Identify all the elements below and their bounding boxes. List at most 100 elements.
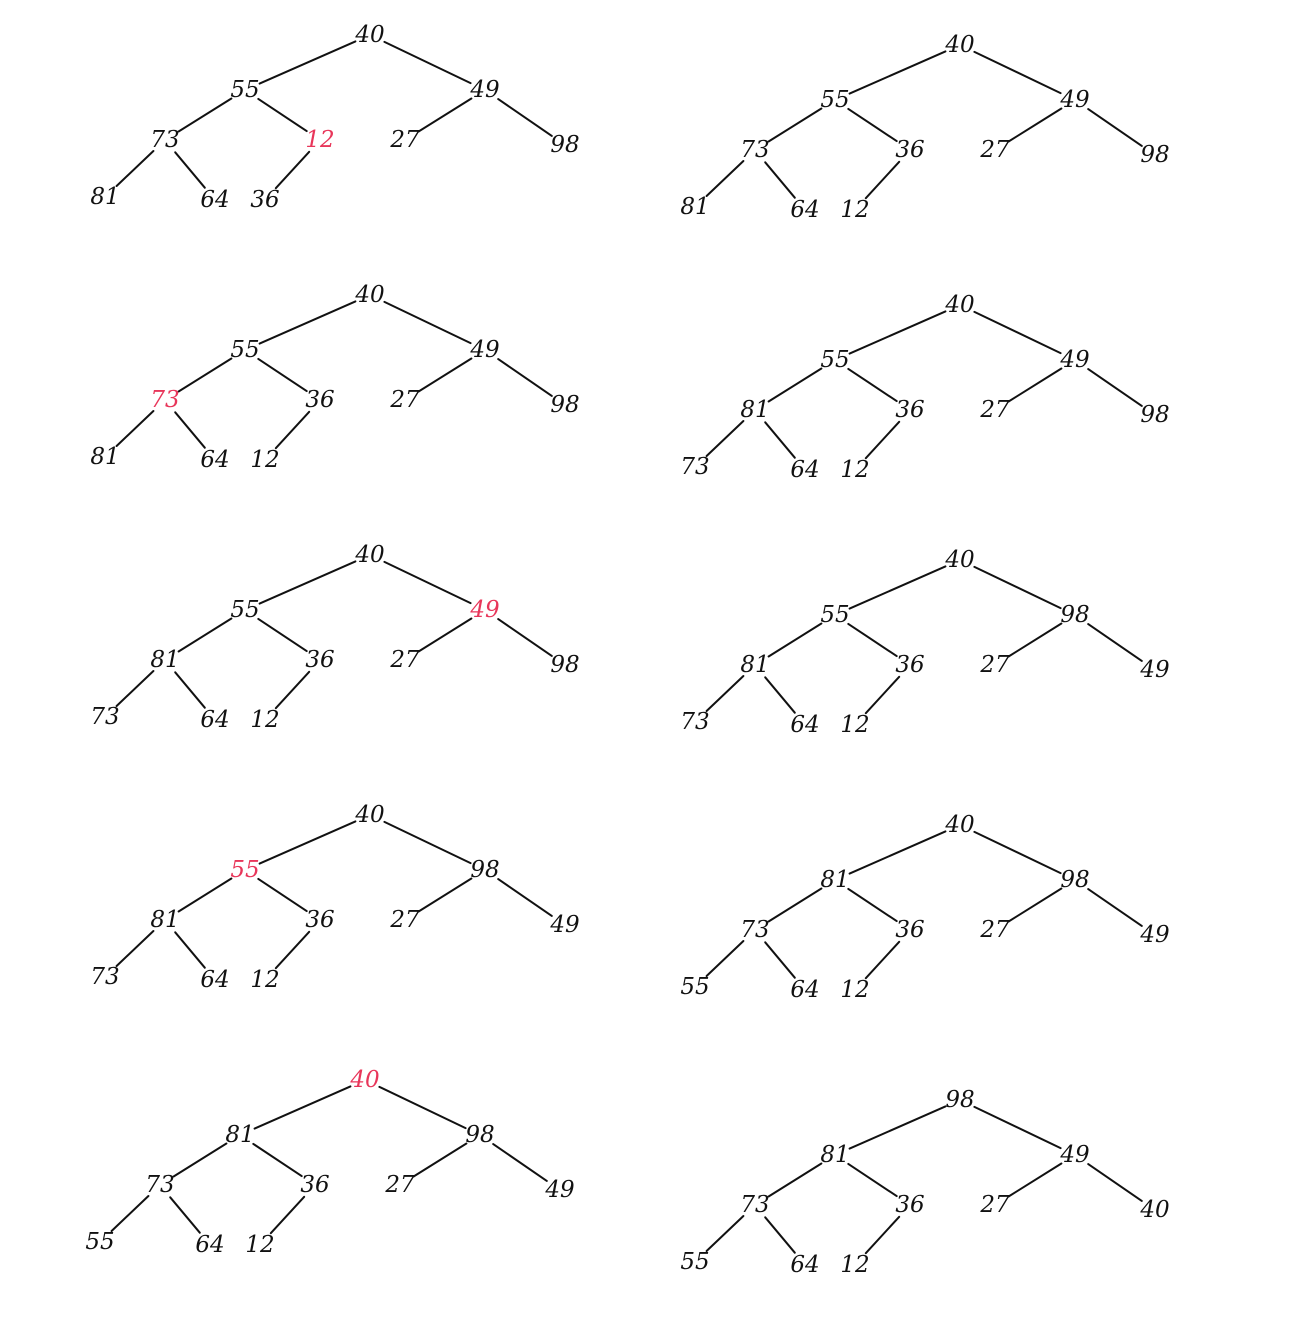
tree-edge	[767, 367, 823, 403]
node-label: 49	[1139, 657, 1169, 683]
tree-edge	[269, 1195, 306, 1235]
node-label: 40	[944, 547, 974, 573]
node-label: 73	[740, 917, 769, 943]
node-label: 36	[300, 1172, 329, 1198]
node-label: 27	[979, 652, 1010, 678]
node-label: 12	[840, 197, 869, 223]
node-label: 49	[1059, 347, 1089, 373]
node-label: 40	[944, 32, 974, 58]
tree-edge	[172, 1142, 228, 1178]
node-label: 73	[680, 454, 709, 480]
tree-edge	[383, 300, 472, 345]
tree-edge	[274, 930, 311, 970]
tree-edge	[383, 560, 472, 605]
node-label: 49	[469, 77, 499, 103]
node-label: 73	[740, 1192, 769, 1218]
node-label: 27	[979, 917, 1010, 943]
highlighted-node-label: 40	[349, 1067, 379, 1093]
tree-edge	[1087, 108, 1143, 147]
node-label: 49	[549, 912, 579, 938]
tree-edge	[174, 931, 206, 969]
node-label: 81	[820, 867, 849, 893]
tree-edge	[492, 1143, 548, 1182]
node-label: 73	[145, 1172, 174, 1198]
tree-edge	[1087, 368, 1143, 407]
tree-edge	[412, 1142, 468, 1178]
tree-edge	[767, 1162, 823, 1198]
node-label: 12	[245, 1232, 274, 1258]
node-label: 49	[469, 337, 499, 363]
tree-edge	[1007, 107, 1063, 143]
node-label: 81	[680, 194, 709, 220]
tree-edge	[383, 40, 472, 85]
node-label: 64	[200, 187, 229, 213]
tree-edge	[1087, 623, 1143, 662]
node-label: 81	[740, 652, 769, 678]
node-label: 64	[200, 707, 229, 733]
node-label: 12	[250, 447, 279, 473]
tree-edge	[1007, 622, 1063, 658]
node-label: 73	[90, 964, 119, 990]
node-label: 73	[740, 137, 769, 163]
tree-edge	[705, 675, 745, 712]
node-label: 27	[389, 387, 420, 413]
node-label: 73	[150, 127, 179, 153]
tree-edge	[1007, 367, 1063, 403]
node-label: 55	[820, 602, 849, 628]
node-label: 55	[85, 1229, 114, 1255]
tree-edge	[847, 367, 898, 403]
tree-edge	[864, 420, 901, 460]
node-label: 81	[150, 647, 179, 673]
node-label: 64	[790, 1252, 819, 1278]
tree-edge	[705, 940, 745, 977]
node-label: 98	[1140, 402, 1169, 428]
tree-edge	[767, 107, 823, 143]
tree-edge	[177, 877, 233, 913]
tree-edge	[764, 676, 796, 714]
tree-edge	[847, 107, 898, 143]
tree-edge	[258, 40, 357, 85]
node-label: 81	[225, 1122, 254, 1148]
tree-edge	[274, 410, 311, 450]
node-label: 12	[250, 707, 279, 733]
node-label: 27	[389, 907, 420, 933]
node-label: 55	[680, 1249, 709, 1275]
node-label: 36	[895, 397, 924, 423]
tree-edge	[848, 50, 947, 95]
tree-edge	[973, 830, 1062, 875]
node-label: 64	[195, 1232, 224, 1258]
tree-edge	[258, 560, 357, 605]
node-label: 49	[1139, 922, 1169, 948]
tree-edge	[848, 310, 947, 355]
tree-edge	[417, 97, 473, 133]
tree-edge	[764, 421, 796, 459]
tree-edge	[274, 670, 311, 710]
tree-edge	[1007, 887, 1063, 923]
tree-edge	[115, 670, 155, 707]
node-label: 98	[465, 1122, 494, 1148]
node-label: 12	[840, 1252, 869, 1278]
tree-edge	[115, 930, 155, 967]
tree-edge	[705, 420, 745, 457]
tree-edge	[177, 617, 233, 653]
node-label: 55	[680, 974, 709, 1000]
node-label: 98	[1060, 602, 1089, 628]
node-label: 98	[1060, 867, 1089, 893]
tree-edge	[383, 820, 472, 865]
tree-edge	[257, 617, 308, 653]
tree-edge	[864, 675, 901, 715]
node-label: 55	[230, 77, 259, 103]
node-label: 64	[790, 712, 819, 738]
